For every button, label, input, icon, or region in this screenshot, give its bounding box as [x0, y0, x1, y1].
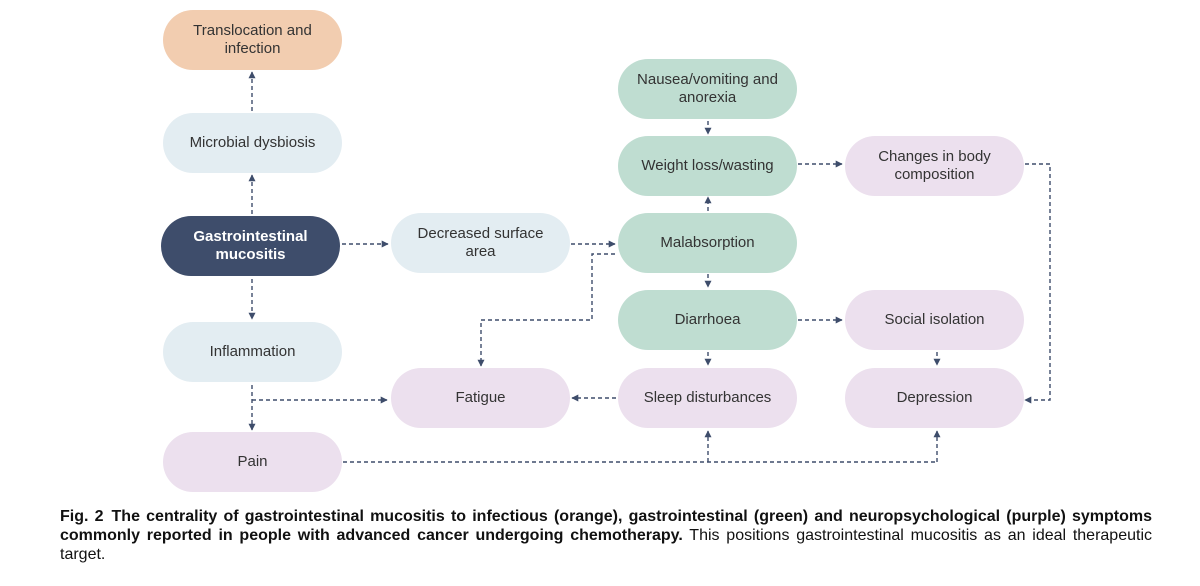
node-translocation-infection: Translocation and infection	[163, 10, 342, 70]
mucositis-diagram: Translocation and infection Microbial dy…	[161, 10, 1051, 492]
node-label: Pain	[237, 453, 268, 470]
arrow-malabsorption-to-fatigue	[477, 253, 615, 367]
node-sleep-disturbances: Sleep disturbances	[618, 368, 797, 428]
caption-bold-text: The centrality of gastrointestinal mucos…	[60, 508, 1153, 544]
node-label: Depression	[896, 389, 973, 406]
node-label: Weight loss/wasting	[641, 157, 774, 174]
connector-layer	[248, 71, 1051, 463]
node-label: Nausea/vomiting and anorexia	[637, 71, 778, 106]
node-diarrhoea: Diarrhoea	[618, 290, 797, 350]
figure-label: Fig. 2	[60, 508, 104, 525]
node-inflammation: Inflammation	[163, 322, 342, 382]
node-depression: Depression	[845, 368, 1024, 428]
node-nausea-vomiting-anorexia: Nausea/vomiting and anorexia	[618, 59, 797, 119]
node-label: Diarrhoea	[674, 311, 741, 328]
node-label: Fatigue	[455, 389, 506, 406]
node-label: Inflammation	[209, 343, 296, 360]
node-label: Social isolation	[884, 311, 985, 328]
node-microbial-dysbiosis: Microbial dysbiosis	[163, 113, 342, 173]
node-label: Microbial dysbiosis	[189, 134, 316, 151]
node-label: Sleep disturbances	[643, 389, 772, 406]
node-label: Decreased surface area	[417, 225, 544, 260]
node-weight-loss-wasting: Weight loss/wasting	[618, 136, 797, 196]
node-decreased-surface-area: Decreased surface area	[391, 213, 570, 273]
node-gastrointestinal-mucositis: Gastrointestinal mucositis	[161, 216, 340, 276]
node-changes-body-composition: Changes in body composition	[845, 136, 1024, 196]
node-malabsorption: Malabsorption	[618, 213, 797, 273]
caption-normal-text: This positions gastrointestinal mucositi…	[60, 527, 1152, 563]
node-label: Gastrointestinal mucositis	[193, 228, 308, 263]
arrow-body-composition-to-depression	[1024, 163, 1051, 404]
node-fatigue: Fatigue	[391, 368, 570, 428]
node-pain: Pain	[163, 432, 342, 492]
node-label: Translocation and infection	[193, 22, 312, 57]
node-label: Changes in body composition	[878, 148, 991, 183]
node-label: Malabsorption	[660, 234, 755, 251]
node-social-isolation: Social isolation	[845, 290, 1024, 350]
